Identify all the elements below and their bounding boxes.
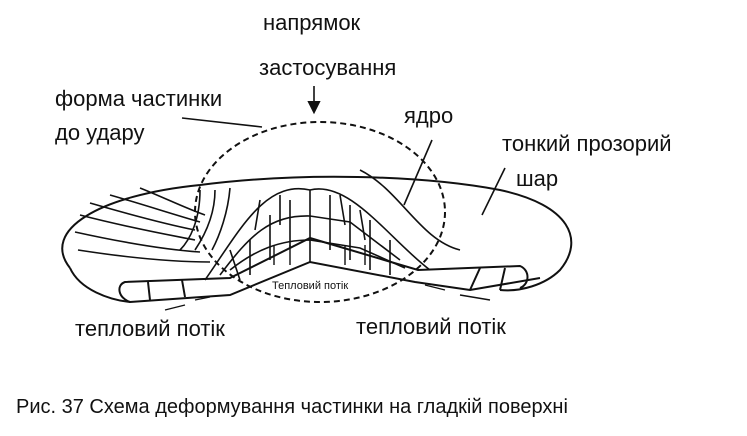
direction-arrow (307, 86, 321, 115)
heat-flow-left-label: тепловий потік (75, 316, 225, 341)
core-mound (74, 169, 461, 281)
pre-impact-shape-label-line1: форма частинки (55, 86, 223, 111)
figure-caption: Рис. 37 Схема деформування частинки на г… (16, 396, 568, 418)
pre-impact-shape-dashed (194, 121, 446, 303)
pre-impact-shape-label-line2: до удару (55, 120, 145, 145)
heat-flow-center-label: Тепловий потік (272, 280, 349, 292)
heat-flow-arrows (164, 245, 491, 311)
direction-label-line2: застосування (259, 55, 397, 80)
core-label: ядро (404, 103, 454, 128)
direction-label-line1: напрямок (263, 10, 361, 35)
heat-flow-right-label: тепловий потік (356, 314, 506, 339)
leader-lines (181, 117, 506, 216)
thin-layer-label-line1: тонкий прозорий (502, 131, 672, 156)
thin-layer-label-line2: шар (516, 166, 559, 191)
